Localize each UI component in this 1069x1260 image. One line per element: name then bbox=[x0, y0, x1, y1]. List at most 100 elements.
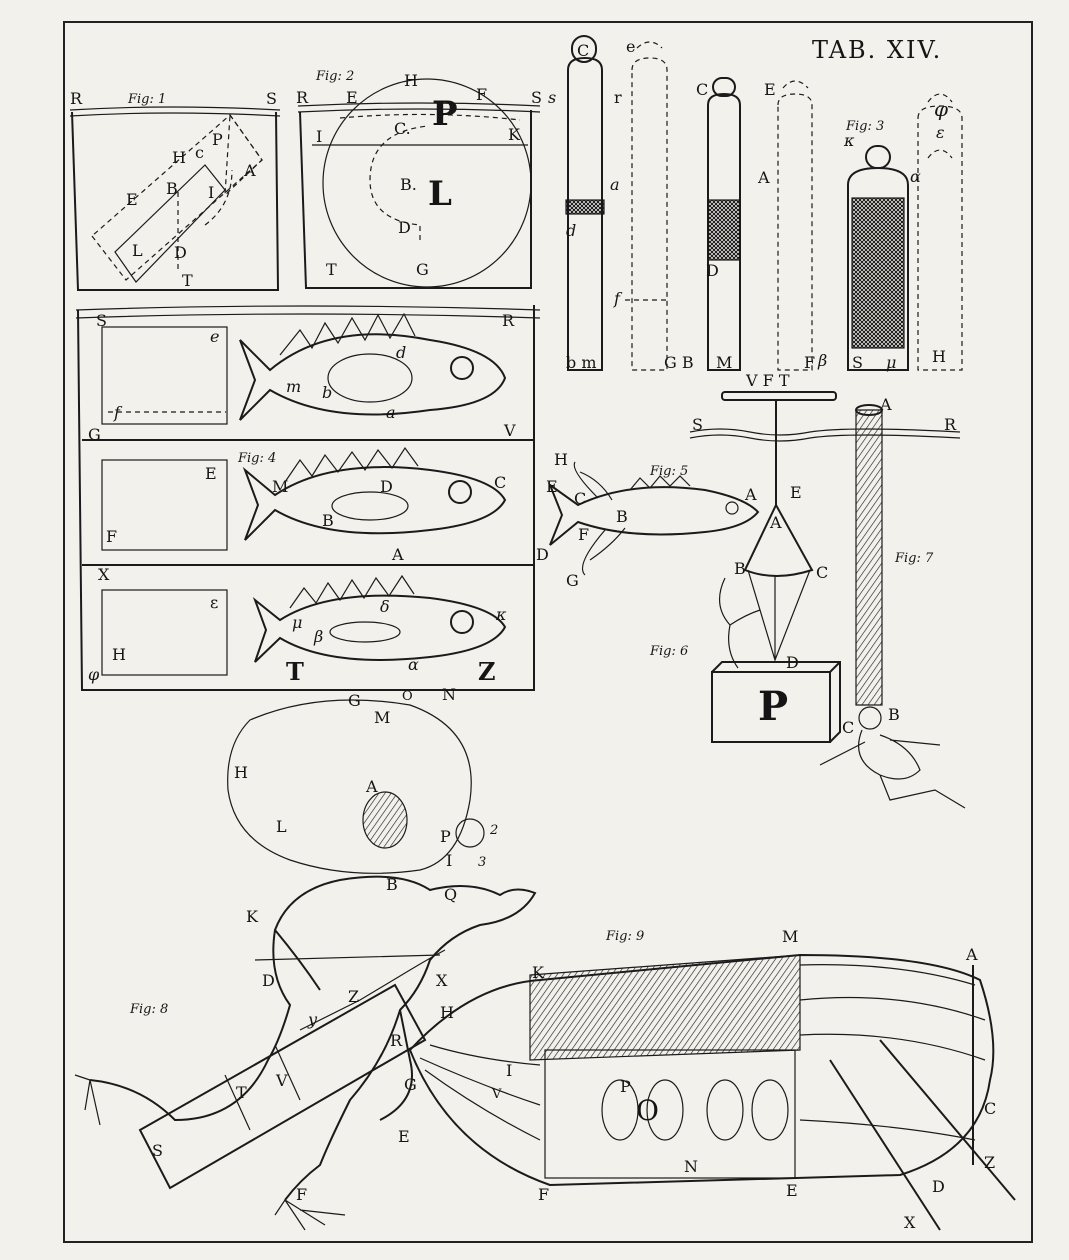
fig2-caption: Fig: 2 bbox=[315, 69, 354, 84]
label: C. bbox=[394, 119, 411, 138]
label: A bbox=[965, 945, 978, 964]
label: φ bbox=[88, 665, 100, 684]
label: D bbox=[262, 971, 275, 990]
label: D bbox=[932, 1177, 945, 1196]
label: A bbox=[391, 545, 404, 564]
label: L bbox=[132, 241, 143, 260]
label: N bbox=[442, 685, 456, 704]
label: α bbox=[910, 167, 921, 186]
label: C bbox=[842, 718, 854, 737]
label: L bbox=[276, 817, 287, 836]
label: G bbox=[404, 1075, 417, 1094]
label: P bbox=[432, 94, 458, 134]
label: κ bbox=[843, 131, 855, 150]
label: P bbox=[440, 827, 451, 846]
label: μ bbox=[292, 613, 302, 632]
label: 3 bbox=[478, 855, 486, 870]
label: A bbox=[243, 161, 256, 180]
label: O bbox=[402, 689, 413, 704]
label: Z bbox=[478, 657, 496, 686]
label: B bbox=[386, 875, 398, 894]
label: C bbox=[984, 1099, 996, 1118]
label: T bbox=[236, 1083, 247, 1102]
label: R bbox=[390, 1031, 403, 1050]
label: M bbox=[782, 927, 798, 946]
label: f bbox=[613, 289, 623, 308]
fig2-vessel: Fig: 2 bbox=[297, 69, 541, 289]
fig8-caption: Fig: 8 bbox=[129, 1002, 168, 1017]
label: A bbox=[365, 777, 378, 796]
fish-top bbox=[239, 312, 507, 421]
fig5-caption: Fig: 5 bbox=[649, 464, 688, 479]
boat-oar-1 bbox=[829, 1059, 941, 1231]
label: X bbox=[904, 1213, 916, 1232]
fig4-tank: Fig: 4 bbox=[75, 305, 541, 691]
fig1-caption: Fig: 1 bbox=[127, 92, 166, 107]
label: C bbox=[494, 473, 506, 492]
label: D bbox=[536, 545, 549, 564]
label: H bbox=[404, 71, 418, 90]
label: C bbox=[574, 489, 586, 508]
label: F bbox=[804, 353, 815, 372]
label: G B bbox=[664, 353, 694, 372]
label: E bbox=[346, 88, 358, 107]
label: F bbox=[538, 1185, 549, 1204]
boat-hull bbox=[408, 953, 995, 1187]
label: T bbox=[182, 271, 193, 290]
label: I bbox=[316, 127, 322, 146]
label: E bbox=[126, 190, 138, 209]
diagram-labels: R S H c P E B I A L D T R E H F S P C. I… bbox=[70, 37, 996, 1232]
label: r bbox=[614, 88, 622, 107]
label: E bbox=[764, 80, 776, 99]
label: a bbox=[386, 403, 396, 422]
label: P bbox=[758, 683, 788, 730]
label: T bbox=[286, 657, 304, 686]
label: S bbox=[266, 89, 277, 108]
label: b m bbox=[566, 353, 597, 372]
fish-middle bbox=[242, 446, 507, 541]
fig6-float-and-weight: Fig: 6 bbox=[649, 391, 961, 743]
label: H bbox=[440, 1003, 454, 1022]
label: O bbox=[636, 1094, 659, 1127]
label: B. bbox=[400, 175, 417, 194]
label: F bbox=[106, 527, 117, 546]
label: H bbox=[234, 763, 248, 782]
label: M bbox=[272, 477, 288, 496]
fig7-caption: Fig: 7 bbox=[894, 551, 934, 566]
label: D bbox=[174, 243, 187, 262]
label: e bbox=[626, 37, 635, 56]
label: C bbox=[816, 563, 828, 582]
label: H bbox=[932, 347, 946, 366]
label: V bbox=[503, 421, 516, 440]
label: S bbox=[692, 415, 703, 434]
label: C bbox=[577, 41, 589, 60]
label: L bbox=[428, 174, 452, 214]
label: A bbox=[757, 168, 770, 187]
label: α bbox=[408, 655, 419, 674]
label: V bbox=[491, 1087, 502, 1102]
label: K bbox=[246, 907, 259, 926]
label: φ bbox=[934, 97, 948, 121]
label: S bbox=[152, 1141, 163, 1160]
fig1-vessel: Fig: 1 bbox=[69, 92, 281, 291]
label: E bbox=[398, 1127, 410, 1146]
label: S bbox=[96, 311, 107, 330]
boat-roof bbox=[529, 954, 801, 1061]
label: b bbox=[322, 383, 332, 402]
label: D bbox=[706, 261, 719, 280]
label: N bbox=[684, 1157, 698, 1176]
fig9-caption: Fig: 9 bbox=[605, 929, 644, 944]
fig9-boat: Fig: 9 bbox=[408, 929, 1016, 1231]
label: d bbox=[396, 343, 406, 362]
label: M bbox=[716, 353, 732, 372]
label: D bbox=[380, 477, 393, 496]
label: F bbox=[296, 1185, 307, 1204]
label: A bbox=[879, 395, 892, 414]
label: G bbox=[566, 571, 579, 590]
label: T bbox=[326, 260, 337, 279]
label: H bbox=[112, 645, 126, 664]
label: Z bbox=[984, 1153, 995, 1172]
label: s bbox=[548, 88, 556, 107]
label: G bbox=[416, 260, 429, 279]
